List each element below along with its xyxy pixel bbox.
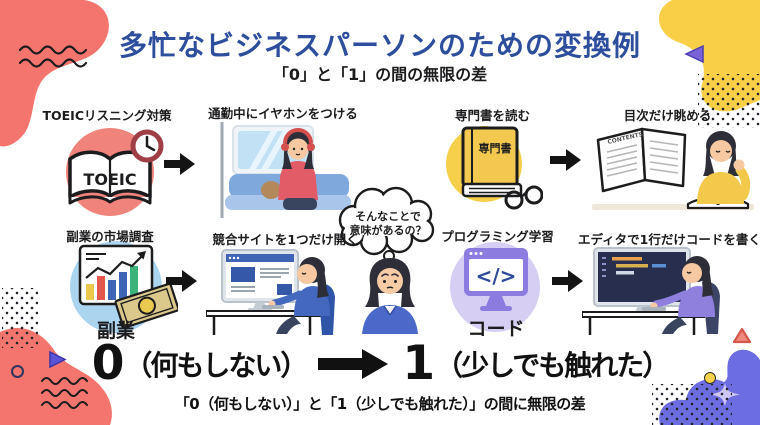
conclusion-footer: 「0（何もしない）」と「1（少しでも触れた）」の間に無限の差 — [174, 395, 586, 413]
yellow-circle-bottom-right — [704, 372, 716, 384]
toeic-icon-text: TOEIC — [83, 170, 136, 189]
arrow-icon — [166, 270, 197, 292]
squiggle-lines-top-left — [18, 45, 88, 68]
zero-side: 0 （何もしない） — [91, 336, 309, 391]
page-subtitle: 「0」と「1」の間の無限の差 — [272, 65, 488, 84]
technical-book-icon-text: 専門書 — [479, 141, 512, 155]
sidejob-after-label: 競合サイトを1つだけ開く — [212, 232, 359, 247]
arrow-icon — [550, 149, 581, 171]
big-arrow-icon — [318, 348, 389, 379]
conclusion-equation: 0 （何もしない） 1 （少しでも触れた） — [0, 340, 760, 387]
red-blob-bottom-left — [0, 328, 112, 425]
toeic-after-label: 通勤中にイヤホンをつける — [208, 106, 358, 121]
train-commute-illustration — [220, 122, 351, 218]
one-side: 1 （少しでも触れた） — [402, 336, 670, 391]
dots-pattern-bottom-left — [2, 288, 38, 348]
coding-after-label: エディタで1行だけコードを書く — [578, 232, 760, 247]
browsing-contents-illustration: CONTENTS — [592, 127, 754, 210]
purple-triangle-top-right — [684, 44, 704, 64]
sidejob-icon-text: 副業 — [97, 319, 136, 340]
blue-triangle-bottom-left — [49, 350, 67, 369]
one-label: （少しでも触れた） — [435, 348, 670, 382]
zero-label: （何もしない） — [124, 348, 308, 382]
reading-after-label: 目次だけ眺める — [623, 108, 712, 123]
technical-book-icon: 専門書 — [446, 126, 543, 210]
doubting-person-illustration — [362, 258, 418, 334]
sidejob-market-chart-icon: 副業 — [70, 241, 178, 340]
thought-bubble-line2: 意味があるの？ — [350, 223, 427, 237]
dots-pattern-top-right — [698, 74, 760, 128]
reading-before-label: 専門書を読む — [454, 108, 530, 123]
code-monitor-icon: </> コード — [450, 242, 540, 340]
code-editor-illustration — [582, 247, 720, 335]
salmon-triangle-bottom-right — [732, 327, 752, 344]
code-screen-text: </> — [476, 264, 517, 288]
squiggle-lines-bottom-left — [41, 377, 88, 409]
page-title: 多忙なビジネスパーソンのための変換例 — [118, 29, 641, 62]
sidejob-before-label: 副業の市場調査 — [66, 229, 154, 244]
arrow-icon — [552, 270, 583, 292]
dots-pattern-bottom-right — [652, 384, 732, 425]
thought-bubble-line1: そんなことで — [355, 210, 421, 223]
zero-number: 0 — [91, 336, 125, 391]
toeic-before-label: TOEICリスニング対策 — [42, 108, 172, 123]
toeic-book-clock-icon: TOEIC — [66, 128, 164, 216]
thought-bubble: そんなことで 意味があるの？ — [338, 186, 435, 271]
code-icon-text: コード — [467, 318, 524, 340]
coding-before-label: プログラミング学習 — [441, 229, 554, 244]
one-number: 1 — [402, 336, 436, 391]
competitor-site-illustration — [206, 249, 335, 335]
donut-circle-bottom-left — [11, 365, 24, 378]
arrow-icon — [164, 153, 195, 175]
banknote-icon — [114, 282, 178, 329]
red-blob-top-left — [0, 0, 109, 147]
